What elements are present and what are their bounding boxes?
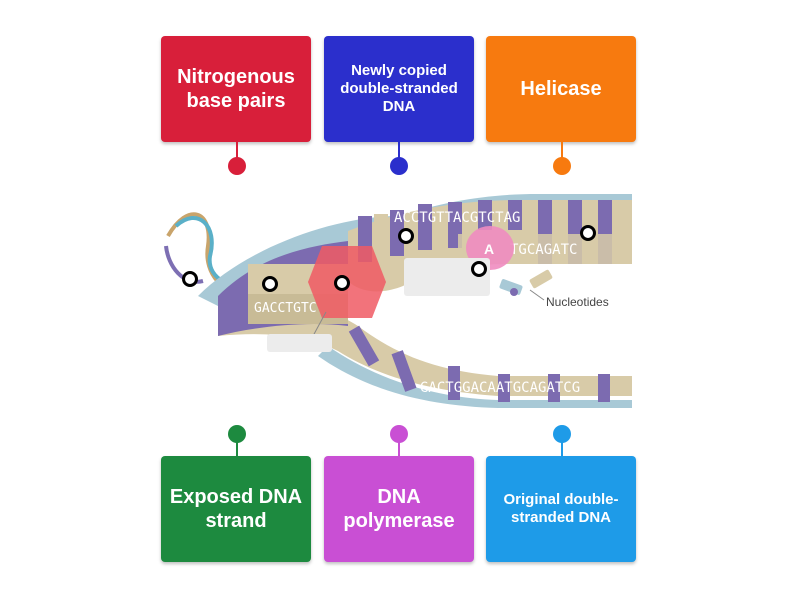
tile-label: Nitrogenous base pairs xyxy=(177,65,295,112)
connector-pin xyxy=(228,425,246,443)
tile-label: Exposed DNA strand xyxy=(169,485,303,532)
target-marker[interactable] xyxy=(471,261,487,277)
connector-line xyxy=(236,439,238,457)
tile-label: Newly copied double-stranded DNA xyxy=(340,61,458,116)
target-marker[interactable] xyxy=(398,228,414,244)
connector-line xyxy=(561,142,563,160)
target-marker[interactable] xyxy=(262,276,278,292)
dna-replication-diagram: ACCTGTTACGTCTAG TGCAGATC GACTGGACAATGCAG… xyxy=(164,194,632,408)
enzyme-letter: A xyxy=(484,241,494,257)
tile-nitrogenous-base-pairs[interactable]: Nitrogenous base pairs xyxy=(161,36,311,142)
tile-exposed-dna-strand[interactable]: Exposed DNA strand xyxy=(161,456,311,562)
nucleotides-illustration xyxy=(499,269,553,301)
connector-line xyxy=(236,142,238,160)
bottom-fork-bases xyxy=(348,325,610,402)
tile-helicase[interactable]: Helicase xyxy=(486,36,636,142)
connector-pin xyxy=(228,157,246,175)
tile-label: DNA polymerase xyxy=(343,485,455,532)
top-strand-sequence: ACCTGTTACGTCTAG xyxy=(394,210,520,226)
leader-line xyxy=(312,311,327,337)
label-drop-zone[interactable] xyxy=(267,334,332,352)
connector-line xyxy=(398,142,400,160)
connector-pin xyxy=(390,157,408,175)
target-marker[interactable] xyxy=(580,225,596,241)
tile-newly-copied-dna[interactable]: Newly copied double-stranded DNA xyxy=(324,36,474,142)
top-inner-sequence: TGCAGATC xyxy=(510,242,577,258)
connector-pin xyxy=(553,425,571,443)
left-sequence: GACCTGTC xyxy=(254,301,317,316)
bottom-strand-sequence: GACTGGACAATGCAGATCG xyxy=(420,380,580,396)
tile-label: Helicase xyxy=(520,77,602,100)
tile-label: Original double-stranded DNA xyxy=(503,490,619,526)
tile-dna-polymerase[interactable]: DNA polymerase xyxy=(324,456,474,562)
bottom-backbone xyxy=(318,346,632,408)
target-marker[interactable] xyxy=(334,275,350,291)
connector-line xyxy=(561,439,563,457)
connector-pin xyxy=(553,157,571,175)
connector-pin xyxy=(390,425,408,443)
connector-line xyxy=(398,439,400,457)
tile-original-dna[interactable]: Original double-stranded DNA xyxy=(486,456,636,562)
target-marker[interactable] xyxy=(182,271,198,287)
bottom-fork-strand xyxy=(218,305,632,396)
nucleotides-label: Nucleotides xyxy=(546,295,609,309)
